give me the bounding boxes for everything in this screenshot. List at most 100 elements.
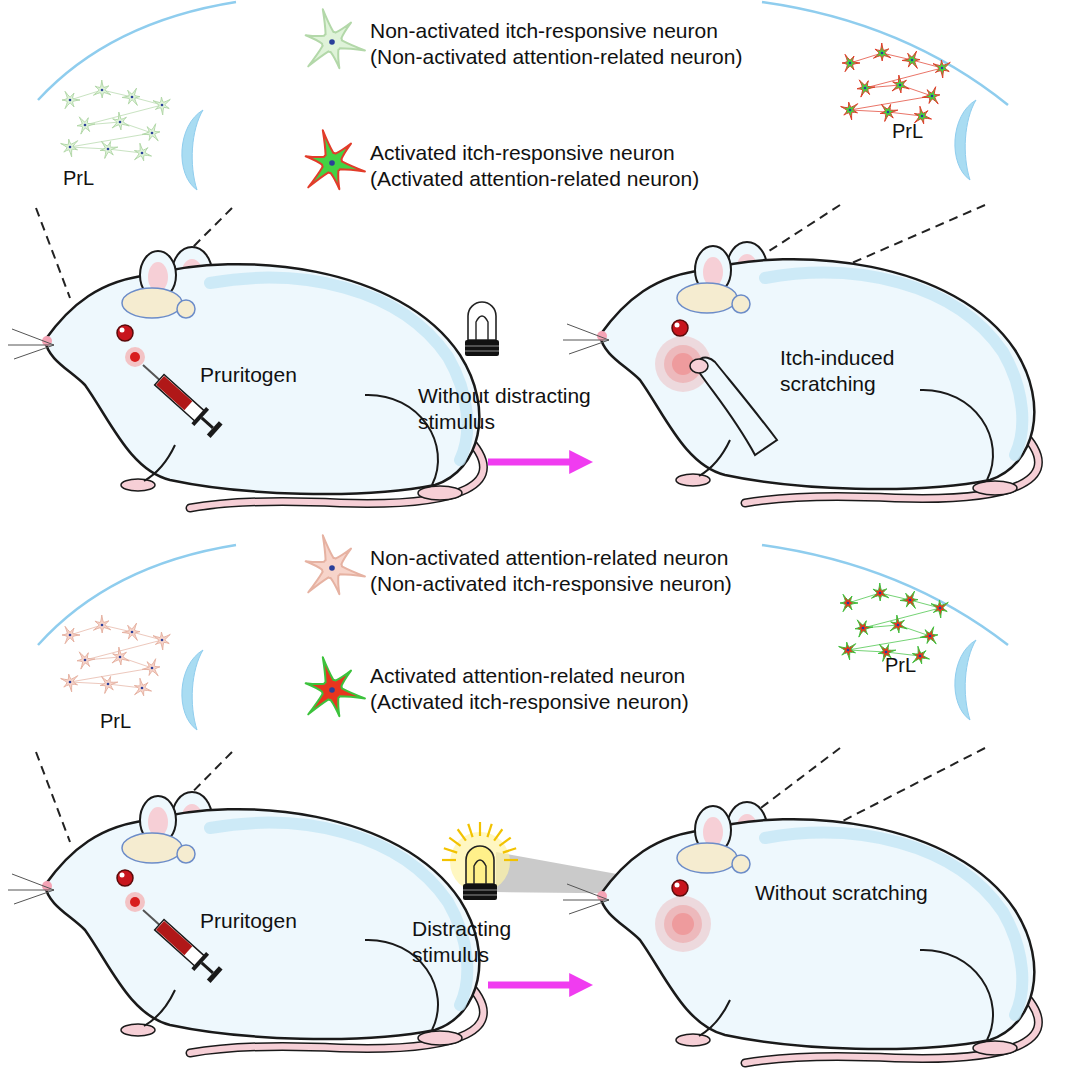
mouse-brain — [677, 283, 737, 313]
mouse-whisker — [569, 340, 609, 354]
mouse-fur-shading — [765, 273, 1022, 455]
bulb-filament — [476, 316, 488, 340]
light-ray — [503, 848, 516, 852]
light-ray — [442, 859, 456, 861]
region-label: PrL — [63, 165, 94, 191]
arrow-label: Without distracting stimulus — [418, 383, 618, 435]
neuron-nucleus — [329, 565, 335, 571]
neuron-body — [93, 80, 110, 98]
neuron-nucleus — [161, 104, 164, 107]
mouse-foot — [676, 1034, 710, 1046]
neuron-nucleus — [119, 121, 122, 124]
neuron-body — [134, 143, 151, 161]
neuron-body — [931, 600, 948, 618]
mouse-eye — [117, 325, 133, 341]
legend-entry: Activated attention-related neuron (Acti… — [370, 663, 768, 715]
neuron-body — [892, 75, 909, 93]
mouse-drawing — [563, 802, 1038, 1063]
mouse-whisker — [8, 345, 54, 346]
lamp-symbol — [442, 822, 518, 900]
legend-entry: Activated itch-responsive neuron (Activa… — [370, 140, 768, 192]
neuron-nucleus — [939, 607, 942, 610]
light-ray — [449, 838, 460, 846]
zoom-leader-line — [36, 208, 70, 298]
injection-halo — [125, 347, 145, 367]
neuron-nucleus — [151, 132, 154, 135]
arrow-label: Distracting stimulus — [412, 916, 562, 968]
mouse-haunch — [920, 390, 993, 480]
bulb-base — [463, 884, 497, 900]
neuron-nucleus — [899, 84, 902, 87]
neuron-nucleus — [885, 651, 888, 654]
bulb-glass — [466, 846, 494, 884]
prl-inset — [36, 2, 236, 298]
light-ray — [499, 838, 510, 846]
neuron-nucleus — [887, 111, 890, 114]
mouse-foreleg — [699, 440, 730, 476]
itch-site-glow — [655, 896, 711, 952]
neuron-body — [933, 60, 950, 78]
neuron-nucleus — [329, 39, 335, 45]
mouse-label: Itch-induced scratching — [780, 345, 930, 397]
legend-entry: Non-activated attention-related neuron (… — [370, 545, 768, 597]
neuron-nucleus — [69, 99, 72, 102]
syringe-plunger-cap — [207, 421, 223, 438]
brain-section-outline — [762, 2, 1008, 105]
syringe-needle — [143, 365, 159, 380]
light-ray — [487, 824, 491, 837]
neuron-body — [900, 591, 918, 608]
eye-highlight — [675, 323, 680, 328]
neuron-nucleus — [131, 631, 134, 634]
syringe-barrel — [155, 920, 205, 967]
mouse-whisker — [12, 874, 54, 890]
mouse-cerebellum — [732, 855, 750, 873]
syringe-plunger — [202, 418, 213, 428]
mouse-eye — [672, 880, 688, 896]
neuron-body — [93, 615, 110, 633]
neuron-body — [100, 676, 118, 693]
neuron-body — [842, 54, 860, 71]
eye-highlight — [120, 873, 125, 878]
syringe-plunger — [202, 963, 213, 973]
syringe-plunger-cap — [207, 966, 223, 983]
neuron-body — [61, 139, 78, 157]
mouse-eye — [117, 870, 133, 886]
neuron-body — [122, 623, 140, 640]
neuron-body — [857, 80, 875, 97]
neuron-body — [839, 642, 856, 660]
neuron-nucleus — [329, 160, 335, 166]
neuron-body — [306, 130, 365, 189]
neuron-nucleus — [881, 52, 884, 55]
mouse-outline — [595, 240, 1040, 500]
neuron-nucleus — [941, 67, 944, 70]
ventricle-shape — [955, 100, 976, 180]
zoom-leader-line — [36, 752, 70, 842]
injection-site — [130, 352, 140, 362]
itch-site-glow — [672, 913, 694, 935]
neuron-body — [890, 615, 907, 633]
mouse-whisker — [12, 329, 54, 345]
syringe-barrel — [155, 375, 205, 422]
eye-highlight — [120, 328, 125, 333]
mouse-foot — [676, 474, 710, 486]
flow-arrow — [488, 459, 580, 466]
brain-section-outline — [38, 2, 236, 100]
neuron-nucleus — [151, 667, 154, 670]
neuron-body — [922, 87, 940, 104]
region-label: PrL — [100, 708, 131, 734]
mouse-foreleg — [699, 1000, 730, 1036]
neuron-body — [77, 117, 95, 134]
syringe-liquid — [156, 376, 192, 410]
mouse-raised-arm — [697, 357, 777, 455]
neuron-nucleus — [919, 655, 922, 658]
light-ray — [458, 829, 466, 840]
neuron-nucleus — [107, 683, 110, 686]
neuron-body — [871, 583, 888, 601]
mouse-paw — [690, 359, 708, 373]
mouse-whisker — [569, 900, 609, 914]
neuron-body — [840, 594, 858, 611]
neuron-body — [306, 657, 365, 716]
neuron-nucleus — [141, 152, 144, 155]
mouse-outline — [595, 800, 1040, 1060]
neuron-nucleus — [84, 659, 87, 662]
